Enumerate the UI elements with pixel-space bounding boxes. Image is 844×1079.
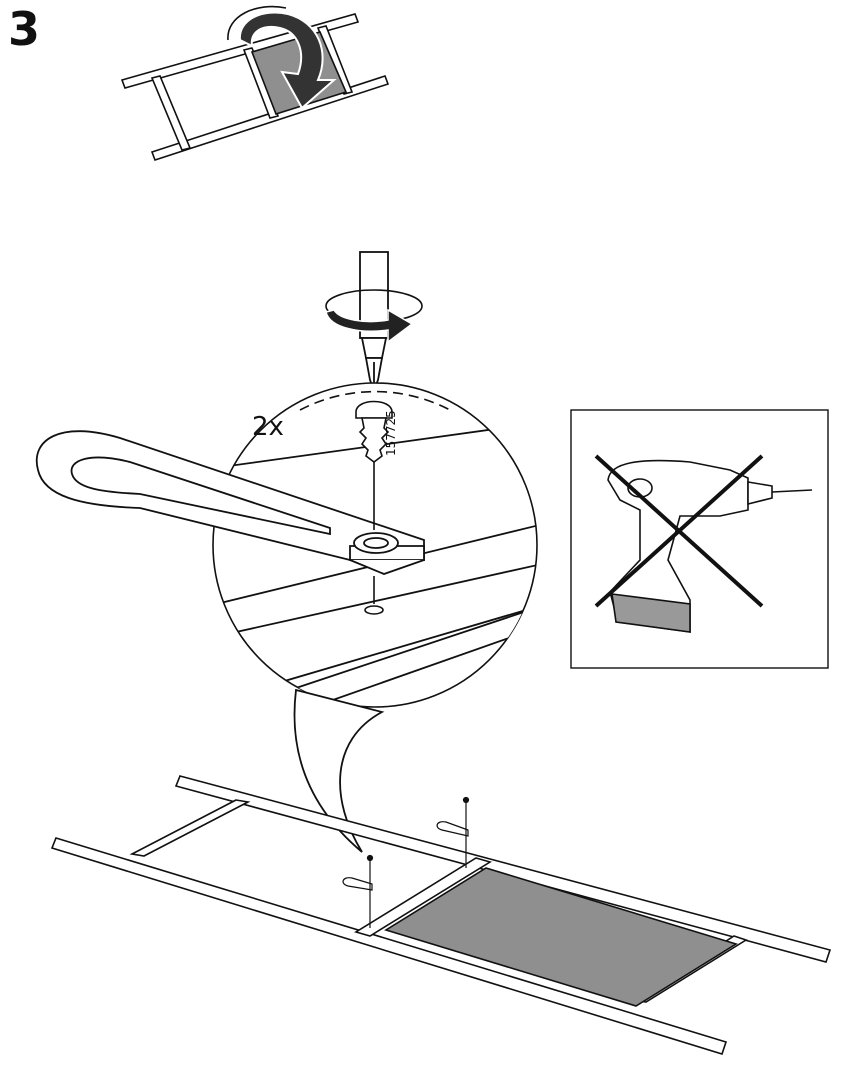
flipped-frame-thumbnail — [120, 13, 390, 161]
no-power-drill-icon — [570, 409, 829, 669]
quantity-label: 2x — [252, 412, 284, 442]
detail-pointer — [293, 688, 385, 853]
turn-arrow-icon — [325, 289, 423, 344]
rotate-arrow-icon — [227, 5, 337, 110]
step-number: 3 — [8, 2, 41, 56]
frame-assembly — [50, 775, 832, 1055]
part-number-label: 157725 — [384, 410, 398, 456]
screw-icon — [355, 400, 393, 615]
strap-bracket — [35, 430, 425, 575]
strap-brackets-small — [342, 796, 470, 928]
